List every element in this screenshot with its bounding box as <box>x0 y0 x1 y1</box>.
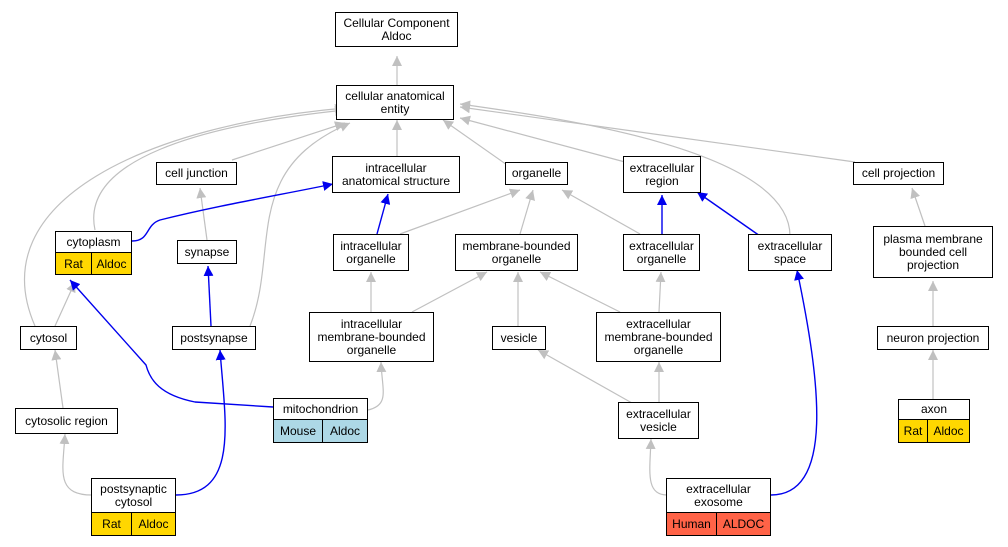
edge-extracellularregion-to-cae <box>459 115 626 163</box>
edge-cytosolicregion-to-cytosol <box>51 349 64 409</box>
edge-exosome-to-extracellularspace-blue <box>770 269 818 496</box>
node-label: intracellular membrane-bounded organelle <box>317 316 426 357</box>
node-extracellular-space[interactable]: extracellular space <box>748 234 832 271</box>
annotation-gene: Aldoc <box>322 419 368 443</box>
edge-celljunction-to-cae <box>231 121 346 161</box>
annotation-species-human: Human <box>666 512 717 536</box>
node-label: vesicle <box>500 330 538 345</box>
node-mitochondrion[interactable]: mitochondrion <box>273 398 368 420</box>
edge-embo-to-extracellularorganelle <box>655 271 666 313</box>
node-extracellular-membrane-bounded-organelle[interactable]: extracellular membrane-bounded organelle <box>596 312 721 362</box>
edge-cytoplasm-to-ias-blue <box>131 181 334 242</box>
node-label: extracellular vesicle <box>626 406 691 434</box>
edge-postsynapse-to-synapse-blue <box>203 265 214 327</box>
edge-embo-to-mbo <box>539 271 621 313</box>
edge-extracellularspace-to-extracellularregion-blue <box>696 191 761 237</box>
node-label: intracellular organelle <box>340 238 402 266</box>
node-label: cell junction <box>165 166 228 180</box>
edge-pmbcp-to-cellprojection <box>910 187 926 227</box>
node-label: axon <box>920 402 948 416</box>
edge-extracellularorganelle-to-organelle <box>561 189 641 235</box>
node-extracellular-organelle[interactable]: extracellular organelle <box>623 234 700 271</box>
node-intracellular-anatomical-structure[interactable]: intracellular anatomical structure <box>332 156 460 193</box>
node-label: Cellular Component Aldoc <box>343 15 450 43</box>
node-membrane-bounded-organelle[interactable]: membrane-bounded organelle <box>455 234 578 271</box>
node-vesicle[interactable]: vesicle <box>492 326 546 350</box>
edge-mitochondrion-to-imbo <box>367 361 387 411</box>
node-label: cytosol <box>29 330 68 345</box>
node-postsynapse[interactable]: postsynapse <box>172 326 256 350</box>
node-label: organelle <box>511 166 562 180</box>
node-label: mitochondrion <box>282 401 359 416</box>
edge-extracellularvesicle-to-vesicle <box>537 349 633 404</box>
node-organelle[interactable]: organelle <box>505 162 568 185</box>
edge-intracellularorganelle-to-organelle <box>399 188 521 235</box>
node-intracellular-organelle[interactable]: intracellular organelle <box>333 234 409 271</box>
node-label: synapse <box>184 244 230 259</box>
annotation-species-rat: Rat <box>91 512 132 536</box>
edge-postsynapse-to-cae <box>249 122 351 327</box>
node-cytosol[interactable]: cytosol <box>20 326 77 350</box>
annotation-species-rat: Rat <box>55 252 92 275</box>
node-plasma-membrane-bounded-cell-projection[interactable]: plasma membrane bounded cell projection <box>873 226 993 278</box>
node-label: extracellular space <box>757 238 823 266</box>
node-cytosolic-region[interactable]: cytosolic region <box>15 408 118 434</box>
edge-synapse-to-celljunction <box>196 187 208 241</box>
node-synapse[interactable]: synapse <box>177 240 237 264</box>
edge-mitochondrion-to-cytoplasm-blue <box>69 279 274 408</box>
node-cell-projection[interactable]: cell projection <box>853 162 944 185</box>
edge-organelle-to-cae <box>442 119 511 168</box>
edge-cytosol-to-cae <box>23 103 346 327</box>
annotation-gene: Aldoc <box>91 252 132 275</box>
node-neuron-projection[interactable]: neuron projection <box>877 326 989 350</box>
node-extracellular-region[interactable]: extracellular region <box>623 156 701 193</box>
edge-mbo-to-organelle <box>519 189 535 235</box>
node-label: extracellular exosome <box>686 481 751 509</box>
edge-imbo-to-mbo <box>411 271 488 313</box>
edge-exosome-to-extracellularvesicle <box>645 438 668 496</box>
edge-cytosol-to-cytoplasm <box>54 281 76 327</box>
node-label: extracellular region <box>629 160 695 188</box>
edge-intracellularorganelle-to-ias-blue <box>376 193 391 235</box>
node-postsynaptic-cytosol[interactable]: postsynaptic cytosol <box>91 478 176 513</box>
edge-postsynapticcytosol-to-postsynapse-blue <box>175 349 226 496</box>
node-cellular-anatomical-entity[interactable]: cellular anatomical entity <box>336 85 454 120</box>
annotation-species-rat: Rat <box>898 419 928 443</box>
node-cellular-component[interactable]: Cellular Component Aldoc <box>335 12 458 47</box>
node-label: extracellular membrane-bounded organelle <box>604 316 713 357</box>
node-label: cytoplasm <box>66 234 121 249</box>
edge-cytoplasm-to-cae <box>93 106 346 231</box>
node-extracellular-exosome[interactable]: extracellular exosome <box>666 478 771 513</box>
node-label: cell projection <box>861 166 936 180</box>
annotation-gene: ALDOC <box>716 512 771 536</box>
node-intracellular-membrane-bounded-organelle[interactable]: intracellular membrane-bounded organelle <box>309 312 434 362</box>
node-label: membrane-bounded organelle <box>462 238 571 266</box>
node-label: cytosolic region <box>25 413 108 428</box>
edge-cellprojection-to-cae <box>459 103 856 163</box>
edge-extracellularspace-to-cae <box>459 100 791 237</box>
edge-postsynapticcytosol-to-cytosolicregion <box>59 433 93 496</box>
node-label: extracellular organelle <box>629 238 694 266</box>
node-label: postsynapse <box>180 330 248 345</box>
node-label: neuron projection <box>886 330 980 345</box>
node-label: cellular anatomical entity <box>345 88 445 116</box>
node-axon[interactable]: axon <box>898 399 970 420</box>
node-label: postsynaptic cytosol <box>100 481 167 509</box>
node-cell-junction[interactable]: cell junction <box>156 162 237 185</box>
annotation-species-mouse: Mouse <box>273 419 323 443</box>
node-label: plasma membrane bounded cell projection <box>883 231 983 272</box>
node-cytoplasm[interactable]: cytoplasm <box>55 231 132 253</box>
node-extracellular-vesicle[interactable]: extracellular vesicle <box>618 402 699 439</box>
node-label: intracellular anatomical structure <box>341 160 451 188</box>
annotation-gene: Aldoc <box>131 512 176 536</box>
annotation-gene: Aldoc <box>927 419 970 443</box>
